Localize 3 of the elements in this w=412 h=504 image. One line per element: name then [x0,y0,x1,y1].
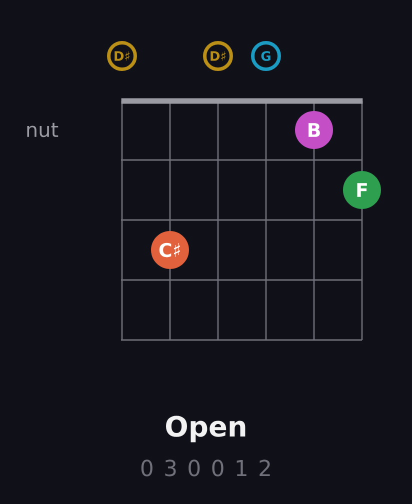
chord-title: Open [166,416,246,442]
fingering-numbers: 0 3 0 0 1 2 [141,460,270,476]
nut-label: nut [27,122,58,138]
